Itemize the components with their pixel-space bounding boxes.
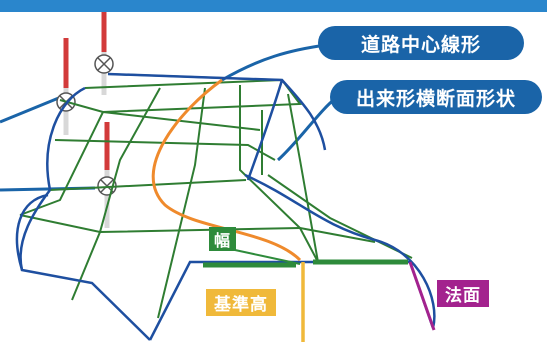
base-height-label: 基準高 xyxy=(206,289,276,316)
width-label: 幅 xyxy=(209,227,237,251)
road-alignment-label: 道路中心線形 xyxy=(318,26,524,60)
leader-line-left-top xyxy=(0,93,67,124)
width-leader xyxy=(234,249,301,265)
leader-line-alignment xyxy=(221,43,327,82)
survey-pole-2 xyxy=(94,12,114,95)
header-band xyxy=(0,0,547,12)
survey-pole-1 xyxy=(56,38,76,135)
slope-label: 法面 xyxy=(437,280,489,307)
road-centerline xyxy=(151,78,302,262)
survey-pole-3 xyxy=(97,122,117,228)
slope-line xyxy=(408,261,436,331)
cross-section-label: 出来形横断面形状 xyxy=(330,80,542,114)
